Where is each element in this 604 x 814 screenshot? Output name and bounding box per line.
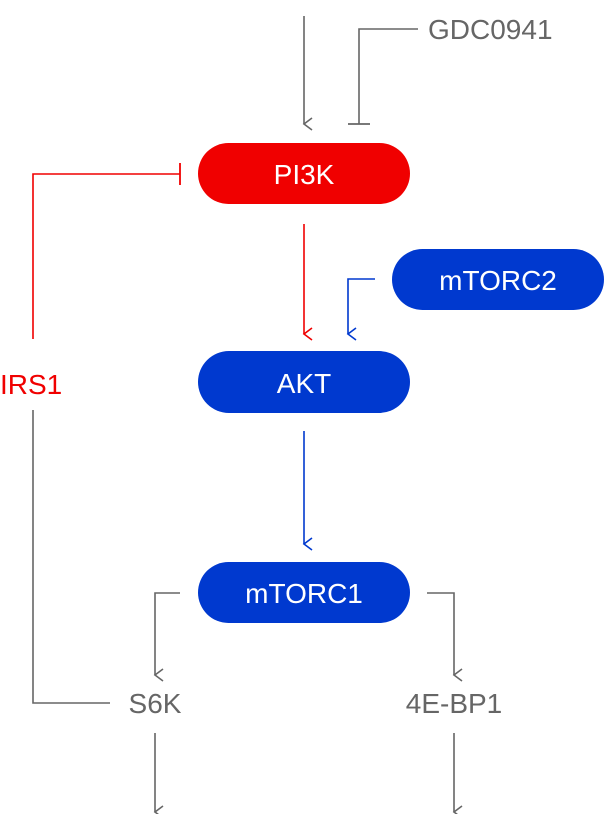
- mtorc1-node: mTORC1: [198, 562, 410, 623]
- edge-gdc0941-inhibits-pi3k: [348, 28, 418, 125]
- akt-label: AKT: [277, 368, 331, 399]
- irs1-label: IRS1: [0, 369, 62, 400]
- pi3k-label: PI3K: [274, 159, 335, 190]
- edge-mtorc1-to-s6k: [153, 592, 180, 682]
- mtorc2-node: mTORC2: [392, 249, 604, 310]
- edge-s6k-to-irs1: [32, 410, 110, 704]
- edge-irs1-inhibits-pi3k: [32, 163, 181, 339]
- akt-node: AKT: [198, 351, 410, 413]
- edge-mtorc2-to-akt: [346, 278, 375, 341]
- edge-mtorc1-to-4ebp1: [427, 592, 463, 682]
- 4ebp1-label: 4E-BP1: [406, 688, 503, 719]
- mtorc2-label: mTORC2: [439, 265, 557, 296]
- s6k-label: S6K: [129, 688, 182, 719]
- pi3k-node: PI3K: [198, 143, 410, 204]
- gdc0941-label: GDC0941: [428, 14, 553, 45]
- mtorc1-label: mTORC1: [245, 578, 363, 609]
